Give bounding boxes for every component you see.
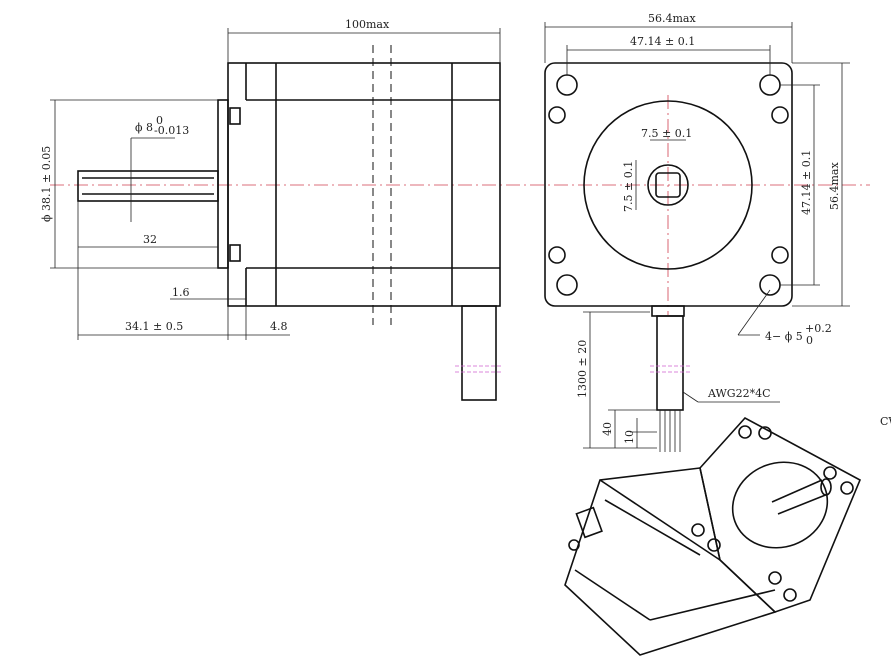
hole-spacing-v-dim: 47.14 ± 0.1 <box>800 150 813 215</box>
isometric-motor <box>564 416 862 656</box>
svg-text:0: 0 <box>806 334 813 347</box>
svg-text:+0.2: +0.2 <box>805 322 832 335</box>
strip-10-dim: 10 <box>623 430 636 444</box>
flat-h-dim: 7.5 ± 0.1 <box>641 127 692 140</box>
overall-width-dim: 56.4max <box>648 12 696 25</box>
cable-spec: AWG22*4C <box>707 387 771 400</box>
flange-thickness-dim: 1.6 <box>172 286 190 299</box>
shaft-length-dim: 32 <box>143 233 157 246</box>
strip-40-dim: 40 <box>601 422 614 436</box>
motor-body <box>227 62 501 307</box>
cable <box>656 315 684 411</box>
flange-plate <box>217 99 229 269</box>
shaft-extension-dim: 34.1 ± 0.5 <box>125 320 183 333</box>
cable-length-dim: 1300 ± 20 <box>576 340 589 398</box>
cable-side <box>461 305 497 401</box>
shaft-circle <box>647 164 689 206</box>
edge-label: CW <box>880 415 891 428</box>
overall-height-dim: 56.4max <box>828 162 841 210</box>
svg-text:0: 0 <box>156 114 163 127</box>
length-dim: 100max <box>345 18 390 31</box>
boss-depth-dim: 4.8 <box>270 320 288 333</box>
holes-dim: 4− ϕ 5 <box>765 330 803 343</box>
hole-spacing-h-dim: 47.14 ± 0.1 <box>630 35 695 48</box>
svg-text:-0.013: -0.013 <box>154 124 189 137</box>
flange-dia-dim: ϕ 38.1 ± 0.05 <box>40 146 53 222</box>
flat-v-dim: 7.5 ± 0.1 <box>622 161 635 212</box>
boss-circle <box>583 100 753 270</box>
front-view: 56.4max 47.14 ± 0.1 47.14 ± 0.1 56.4max … <box>544 12 850 452</box>
shaft <box>77 170 219 202</box>
shaft-dia-dim: ϕ 8 <box>135 121 153 134</box>
side-view: 100max ϕ 38.1 ± 0.05 ϕ 8 0 -0.013 32 1.6… <box>40 18 503 401</box>
